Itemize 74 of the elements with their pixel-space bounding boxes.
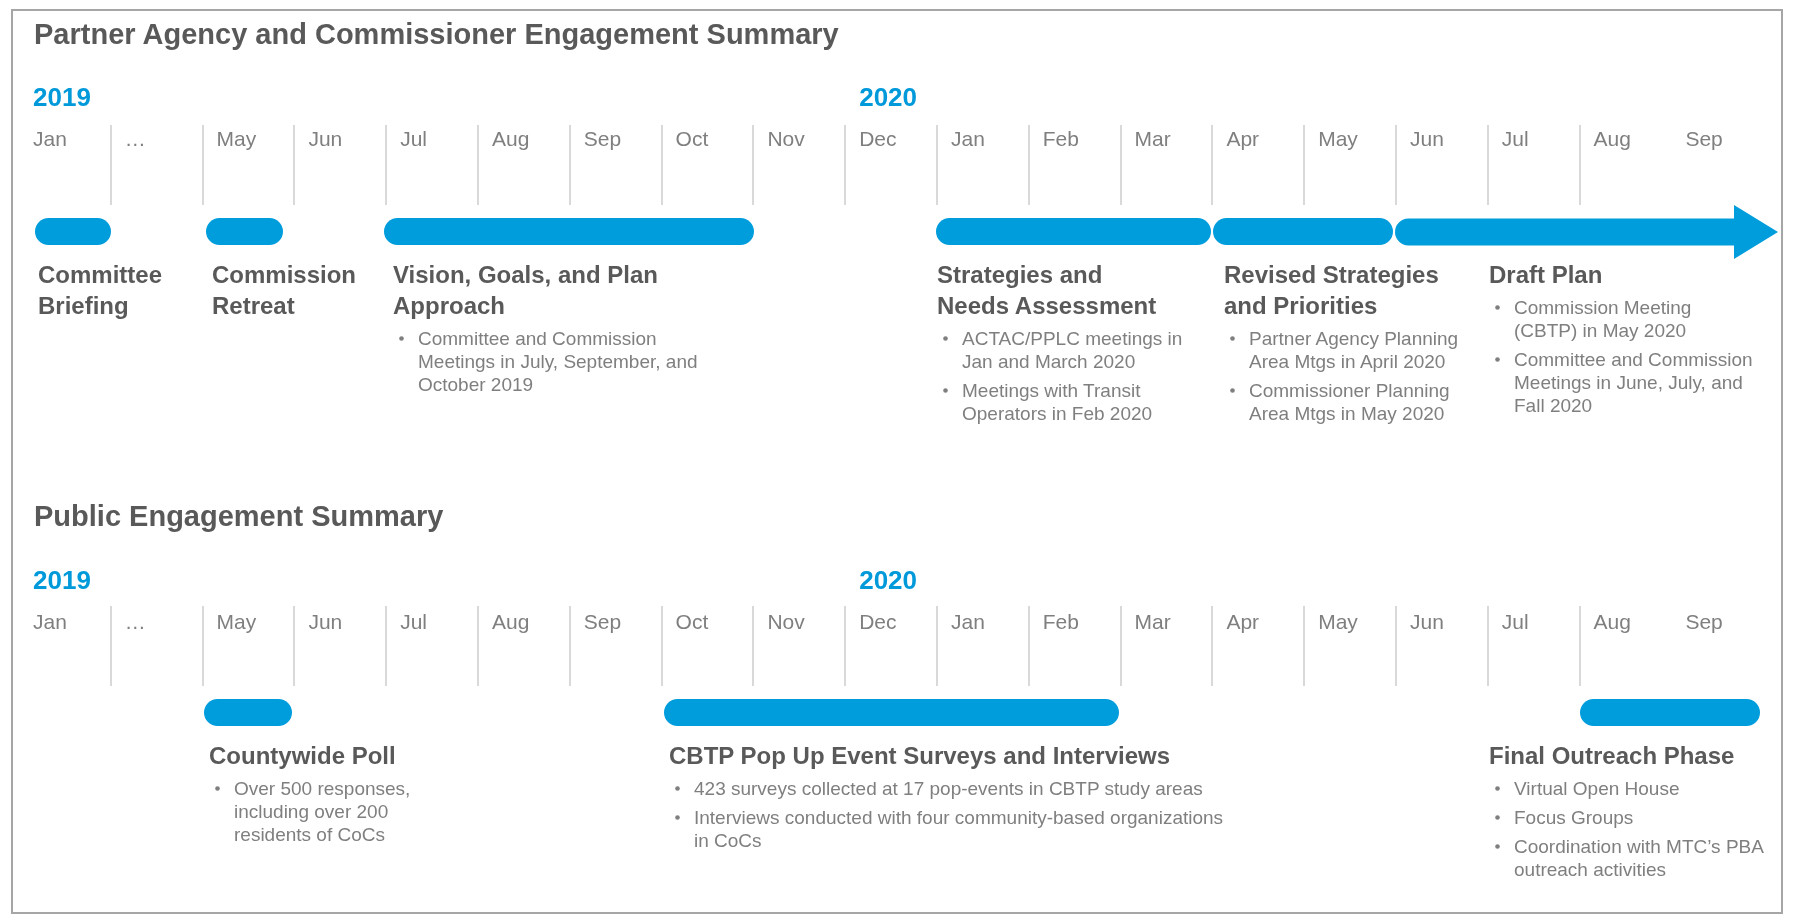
- month-label: Sep: [1685, 127, 1723, 151]
- timeline-bar: [1580, 699, 1760, 726]
- month-label: Jul: [400, 610, 428, 634]
- month-label: Jan: [951, 127, 985, 151]
- year-label: 2020: [859, 82, 918, 113]
- month-label: Jul: [1501, 127, 1529, 151]
- month-label: Apr: [1226, 610, 1260, 634]
- month-label: Sep: [583, 610, 622, 634]
- month-label: Jan: [951, 610, 985, 634]
- month-label: Jun: [1410, 127, 1444, 151]
- bullet-text: Interviews conducted with four community-based organizations in CoCs: [694, 806, 1225, 852]
- month-label: Mar: [1134, 610, 1171, 634]
- phase-heading: Final Outreach Phase: [1489, 741, 1736, 771]
- bullet-text: Over 500 responses, including over 200 residents of CoCs: [234, 777, 412, 846]
- year-label: 2019: [33, 82, 91, 113]
- month-label: May: [1318, 127, 1358, 151]
- bullet-text: Virtual Open House: [1514, 777, 1681, 800]
- phase-heading: Revised Strategies and Priorities: [1224, 260, 1440, 321]
- phase-heading: Committee Briefing: [38, 260, 164, 321]
- month-label: …: [124, 610, 146, 634]
- bullet-text: Commission Meeting (CBTP) in May 2020: [1514, 296, 1693, 342]
- month-label: May: [216, 127, 257, 151]
- bullet-text: Coordination with MTC’s PBA outreach activities: [1514, 835, 1765, 881]
- month-label: May: [216, 610, 257, 634]
- bullet-text: Commissioner Planning Area Mtgs in May 2020: [1249, 379, 1451, 425]
- phase-heading: Strategies and Needs Assessment: [937, 260, 1158, 321]
- bullet-text: Focus Groups: [1514, 806, 1635, 829]
- month-label: Jun: [308, 610, 343, 634]
- section-heading: Public Engagement Summary: [34, 500, 444, 533]
- month-label: Feb: [1042, 610, 1079, 634]
- month-label: Jul: [1501, 610, 1529, 634]
- month-label: Sep: [583, 127, 622, 151]
- month-label: Oct: [675, 610, 709, 634]
- month-label: Jun: [308, 127, 343, 151]
- month-label: Nov: [767, 127, 805, 151]
- month-label: Dec: [859, 610, 897, 634]
- month-label: Oct: [675, 127, 709, 151]
- month-label: Jul: [400, 127, 428, 151]
- month-label: …: [124, 127, 146, 151]
- year-label: 2020: [859, 565, 918, 596]
- timeline-bar: [206, 218, 283, 245]
- bullet-text: Committee and Commission Meetings in June, July, and Fall 2020: [1514, 348, 1754, 417]
- month-label: Apr: [1226, 127, 1260, 151]
- month-label: Nov: [767, 610, 805, 634]
- month-label: May: [1318, 610, 1358, 634]
- year-label: 2019: [33, 565, 91, 596]
- timeline-bar: [936, 218, 1211, 245]
- bullet-text: Partner Agency Planning Area Mtgs in April 2020: [1249, 327, 1460, 373]
- month-label: Dec: [859, 127, 897, 151]
- timeline-bar: [384, 218, 754, 245]
- diagram-title: Partner Agency and Commissioner Engagement Summary: [34, 18, 839, 51]
- bullet-text: Meetings with Transit Operators in Feb 2020: [962, 379, 1154, 425]
- bullet-text: ACTAC/PPLC meetings in Jan and March 2020: [962, 327, 1184, 373]
- month-label: Aug: [1593, 610, 1631, 634]
- month-label: Feb: [1042, 127, 1079, 151]
- timeline-bar: [664, 699, 1119, 726]
- month-label: Aug: [492, 610, 530, 634]
- month-label: Mar: [1134, 127, 1171, 151]
- bullet-text: Committee and Commission Meetings in July, September, and October 2019: [418, 327, 699, 396]
- month-label: Aug: [1593, 127, 1631, 151]
- timeline-bar: [35, 218, 111, 245]
- bullet-text: 423 surveys collected at 17 pop-events in CBTP study areas: [694, 777, 1204, 800]
- phase-heading: CBTP Pop Up Event Surveys and Interviews: [669, 741, 1172, 771]
- month-label: Jan: [33, 127, 67, 151]
- month-label: Sep: [1685, 610, 1723, 634]
- timeline-bar: [204, 699, 292, 726]
- phase-heading: Countywide Poll: [209, 741, 397, 771]
- phase-heading: Commission Retreat: [212, 260, 358, 321]
- month-label: Jan: [33, 610, 67, 634]
- month-label: Aug: [492, 127, 530, 151]
- phase-heading: Draft Plan: [1489, 260, 1604, 290]
- phase-heading: Vision, Goals, and Plan Approach: [393, 260, 659, 321]
- month-label: Jun: [1410, 610, 1444, 634]
- timeline-bar: [1213, 218, 1393, 245]
